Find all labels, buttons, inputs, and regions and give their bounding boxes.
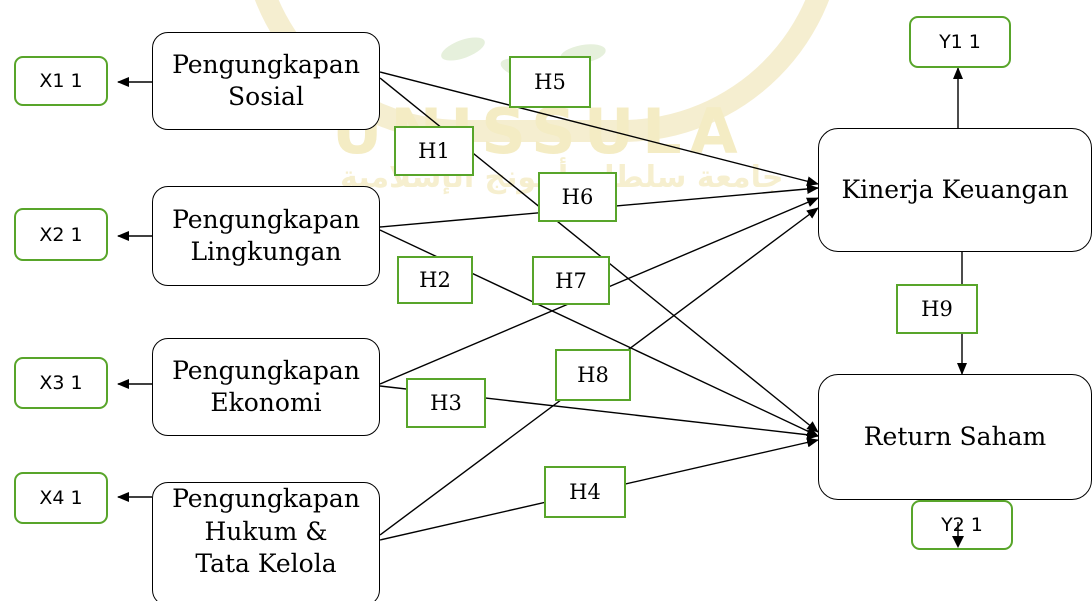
construct-pengungkapan-hukum-tata-kelola: Pengungkapan Hukum & Tata Kelola [152, 482, 380, 601]
hypothesis-h1: H1 [394, 126, 474, 176]
indicator-x2: X2 1 [14, 208, 108, 261]
indicator-x4: X4 1 [14, 472, 108, 524]
hypothesis-h5: H5 [509, 56, 591, 108]
indicator-x3: X3 1 [14, 357, 108, 409]
construct-kinerja-keuangan: Kinerja Keuangan [818, 128, 1092, 252]
construct-pengungkapan-lingkungan: Pengungkapan Lingkungan [152, 186, 380, 286]
path-h5-sosial-kinerja [379, 71, 819, 187]
construct-return-saham: Return Saham [818, 374, 1092, 500]
indicator-y2: Y2 1 [911, 500, 1013, 550]
hypothesis-h3: H3 [406, 378, 486, 428]
hypothesis-h6: H6 [538, 172, 617, 222]
hypothesis-h4: H4 [544, 466, 626, 518]
hypothesis-h2: H2 [397, 256, 473, 304]
hypothesis-h7: H7 [532, 256, 610, 305]
construct-pengungkapan-sosial: Pengungkapan Sosial [152, 32, 380, 130]
indicator-y1: Y1 1 [909, 16, 1011, 68]
hypothesis-h8: H8 [555, 349, 631, 401]
construct-pengungkapan-ekonomi: Pengungkapan Ekonomi [152, 338, 380, 436]
hypothesis-h9: H9 [896, 284, 978, 334]
indicator-x1: X1 1 [14, 56, 108, 106]
